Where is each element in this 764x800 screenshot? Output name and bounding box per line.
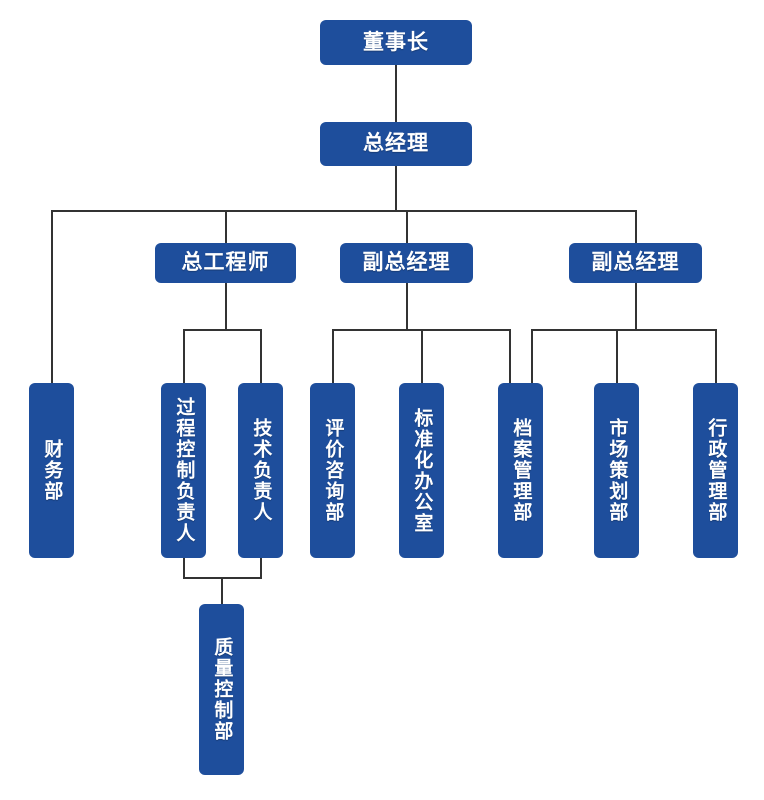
connector-deputy-gm-2-bus — [531, 329, 716, 331]
node-admin-dept[interactable]: 行政管理部 — [693, 383, 738, 558]
connector-bus-to-finance — [51, 210, 53, 383]
node-finance-dept[interactable]: 财务部 — [29, 383, 74, 558]
node-chairman[interactable]: 董事长 — [320, 20, 472, 65]
node-marketing-dept[interactable]: 市场策划部 — [594, 383, 639, 558]
connector-to-admin-dept — [715, 329, 717, 383]
node-general-manager[interactable]: 总经理 — [320, 122, 472, 166]
node-standardization-office[interactable]: 标准化办公室 — [399, 383, 444, 558]
connector-to-process-control — [183, 329, 185, 383]
connector-chairman-to-gm — [395, 65, 397, 122]
connector-bus-to-deputy-gm-1 — [406, 210, 408, 243]
connector-bus-to-chief-engineer — [225, 210, 227, 243]
connector-process-control-stem — [183, 558, 185, 579]
connector-bus-to-deputy-gm-2 — [635, 210, 637, 243]
connector-technical-lead-stem — [260, 558, 262, 579]
node-archives-dept[interactable]: 档案管理部 — [498, 383, 543, 558]
connector-gm-stem — [395, 166, 397, 211]
connector-to-marketing-dept — [616, 329, 618, 383]
node-process-control[interactable]: 过程控制负责人 — [161, 383, 206, 558]
node-technical-lead[interactable]: 技术负责人 — [238, 383, 283, 558]
connector-to-quality-control — [221, 577, 223, 604]
connector-to-archives-from-deputy-2 — [531, 329, 533, 383]
connector-chief-engineer-stem — [225, 283, 227, 330]
connector-to-archives-from-deputy-1 — [509, 329, 511, 383]
node-deputy-gm-1[interactable]: 副总经理 — [340, 243, 473, 283]
connector-to-technical-lead — [260, 329, 262, 383]
node-evaluation-dept[interactable]: 评价咨询部 — [310, 383, 355, 558]
connector-to-evaluation-dept — [332, 329, 334, 383]
node-chief-engineer[interactable]: 总工程师 — [155, 243, 296, 283]
connector-deputy-gm-1-stem — [406, 283, 408, 330]
connector-deputy-gm-2-stem — [635, 283, 637, 330]
connector-chief-engineer-bus — [183, 329, 262, 331]
connector-to-standardization — [421, 329, 423, 383]
node-quality-control-dept[interactable]: 质量控制部 — [199, 604, 244, 775]
connector-level2-bus — [51, 210, 637, 212]
node-deputy-gm-2[interactable]: 副总经理 — [569, 243, 702, 283]
